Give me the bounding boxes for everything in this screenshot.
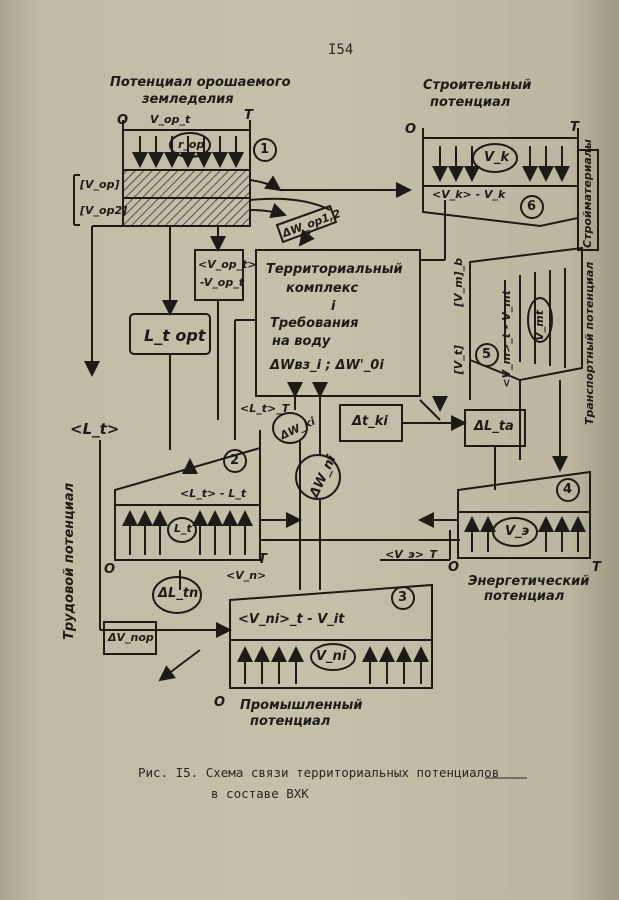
vm-circle	[527, 297, 553, 343]
label-vt-bracket: [V_t]	[452, 345, 465, 375]
vn-circle	[310, 643, 356, 671]
energy-origin: O	[448, 560, 460, 575]
center-line3: і	[331, 299, 336, 314]
heading-industry-line1: Промышленный	[240, 698, 363, 713]
label-dl-tn: ΔL_tn	[158, 586, 199, 601]
circle-1-label: 1	[260, 142, 270, 157]
agri-T: T	[244, 108, 253, 123]
circle-1	[253, 138, 277, 162]
circle-4	[556, 478, 580, 502]
label-v-op-t: V_op_t	[150, 113, 191, 126]
lt-circle	[167, 517, 197, 543]
label-lt-diff: <L_t> - L_t	[180, 487, 247, 500]
r-op-circle	[169, 132, 211, 158]
labor-origin: O	[104, 562, 116, 577]
label-vk-diff: <V_k> - V_k	[432, 188, 506, 201]
caption-line1: Рис. I5. Схема связи территориальных пот…	[138, 765, 500, 780]
label-v-op: [V_op]	[80, 178, 120, 191]
heading-construction-line2: потенциал	[430, 95, 511, 110]
construction-lower	[422, 185, 579, 228]
label-vk: V_k	[484, 150, 510, 165]
label-v-op2: [V_op2]	[80, 204, 128, 217]
circle-2	[223, 449, 247, 473]
dw-ki-circle	[272, 412, 308, 444]
center-line1: Территориальный	[266, 262, 403, 277]
label-ve-avg: <V_э>_T	[385, 548, 437, 561]
dv-nop-box	[103, 621, 157, 655]
dw-op-box	[275, 204, 338, 244]
agri-hatch-1	[122, 169, 251, 199]
circle-6	[520, 195, 544, 219]
label-dl-ta: ΔL_ta	[474, 419, 514, 434]
label-vm-circle: V_mt	[533, 310, 546, 341]
heading-agri-line2: земледелия	[142, 92, 234, 107]
label-r-op: r_op	[178, 138, 205, 151]
label-lt-avg-T: <L_t>_T	[240, 402, 290, 415]
center-line5: на воду	[272, 334, 331, 349]
agri-hatch-2	[122, 197, 251, 227]
energy-T: T	[592, 560, 601, 575]
circle-5-label: 5	[482, 347, 492, 362]
circle-6-label: 6	[527, 199, 537, 214]
label-vop-diff-bot: -V_op_t	[200, 276, 244, 289]
heading-transport: Транспортный потенциал	[583, 261, 596, 425]
circle-2-label: 2	[230, 453, 240, 468]
agri-origin: O	[117, 113, 129, 128]
label-vn-diff: <V_ni>_t - V_it	[238, 612, 345, 627]
label-vn-avg: <V_n>	[226, 569, 267, 582]
label-dv-nop: ΔV_nop	[108, 631, 154, 644]
center-box	[255, 249, 421, 397]
heading-materials: Стройматериалы	[581, 139, 594, 248]
caption-line2: в составе ВХК	[211, 786, 309, 801]
vk-circle	[472, 143, 518, 173]
label-dt-ki: Δt_ki	[352, 414, 388, 429]
label-lt-circle: L_t	[174, 522, 192, 535]
labor-T: T	[258, 552, 267, 567]
construction-origin: O	[405, 122, 417, 137]
label-lt-opt: L_t opt	[144, 326, 206, 345]
label-vop-diff-top: <V_op_t>	[198, 258, 257, 271]
heading-labor: Трудовой потенциал	[62, 482, 77, 640]
label-vm-bracket: [V_m]_b	[452, 258, 465, 307]
circle-3	[391, 586, 415, 610]
dl-tn-circle	[152, 576, 202, 614]
energy-lower	[457, 511, 591, 559]
heading-industry-line2: потенциал	[250, 714, 331, 729]
materials-strip	[577, 149, 599, 251]
industry-lower	[229, 639, 433, 689]
center-line4: Требования	[270, 316, 359, 331]
dw-ni-circle	[295, 454, 341, 500]
heading-energy-line2: потенциал	[484, 589, 565, 604]
circle-4-label: 4	[563, 482, 573, 497]
heading-energy-line1: Энергетический	[468, 574, 590, 589]
page-number: I54	[328, 42, 354, 58]
heading-agri-line1: Потенциал орошаемого	[110, 75, 291, 90]
label-vn-circle: V_ni	[316, 649, 347, 664]
label-ve-circle: V_э	[505, 524, 530, 539]
ve-circle	[492, 517, 538, 547]
label-vm-diff: <V_m>_t - V_mt	[500, 290, 513, 388]
labor-lower	[114, 504, 261, 561]
industry-origin: O	[214, 695, 226, 710]
heading-construction-line1: Строительный	[423, 78, 532, 93]
construction-T: T	[570, 120, 579, 135]
center-line6: ΔWвз_i ; ΔW'_0i	[270, 358, 384, 373]
circle-5	[475, 343, 499, 367]
center-line2: комплекс	[286, 281, 359, 296]
circle-3-label: 3	[398, 590, 408, 605]
label-lt-avg: <L_t>	[70, 420, 120, 438]
